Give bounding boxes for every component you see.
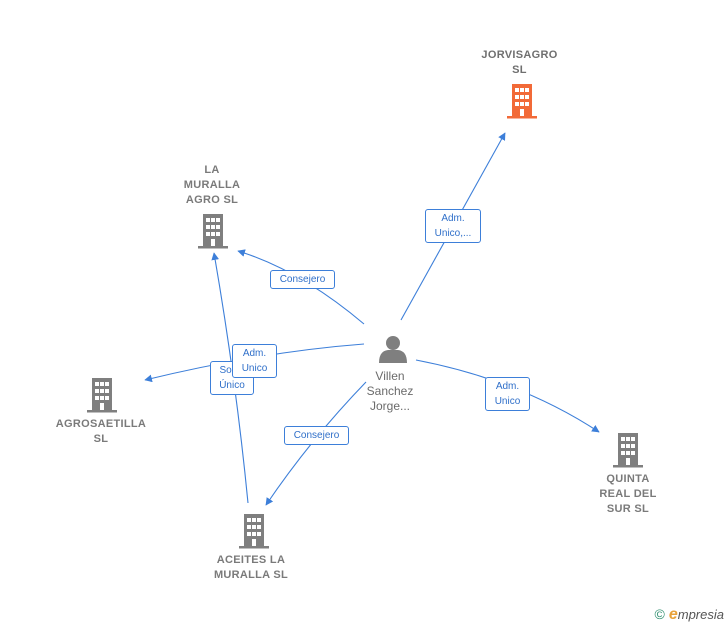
node-label-la-muralla-agro[interactable]: LA MURALLA AGRO SL [183, 164, 241, 206]
edge-label-quinta[interactable]: Adm. Unico [485, 377, 530, 411]
node-label-aceites-la-muralla[interactable]: ACEITES LA MURALLA SL [213, 554, 289, 581]
node-label-quinta-real[interactable]: QUINTA REAL DEL SUR SL [599, 473, 657, 515]
brand-footer: ©empresia [655, 606, 724, 624]
node-label-villen[interactable]: Villen Sanchez Jorge... [366, 369, 414, 413]
person-icon-villen[interactable] [379, 336, 407, 363]
brand-logo: empresia [668, 606, 724, 623]
edge-label-jorvisagro[interactable]: Adm. Unico,... [425, 209, 481, 243]
edge-label-aceites[interactable]: Consejero [284, 426, 349, 445]
building-icon-agrosaetilla[interactable] [87, 378, 117, 413]
building-icon-jorvisagro[interactable] [507, 84, 537, 119]
node-label-agrosaetilla[interactable]: AGROSAETILLA SL [55, 418, 147, 445]
building-icon-aceites-la-muralla[interactable] [239, 514, 269, 549]
node-label-jorvisagro[interactable]: JORVISAGRO SL [481, 49, 558, 76]
building-icon-quinta-real[interactable] [613, 433, 643, 468]
building-icon-la-muralla-agro[interactable] [198, 214, 228, 249]
edge-label-agrosaetilla[interactable]: Adm. Unico [232, 344, 277, 378]
edge-label-la-muralla[interactable]: Consejero [270, 270, 335, 289]
copyright-icon: © [654, 606, 665, 622]
